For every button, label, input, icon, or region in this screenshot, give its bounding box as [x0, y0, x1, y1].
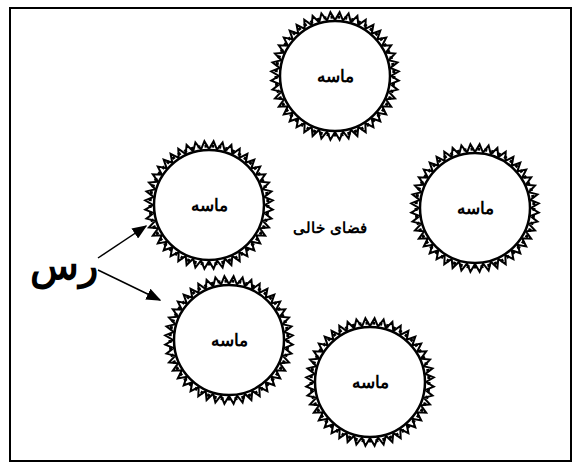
sand-grain: ماسه — [409, 142, 541, 274]
void-label: فضای خالی — [293, 219, 367, 237]
grain-label: ماسه — [211, 330, 248, 350]
sand-grain: ماسه — [304, 316, 436, 448]
clay-label: رس — [30, 241, 98, 288]
sand-grain: ماسه — [269, 10, 401, 142]
leader-line — [98, 226, 146, 258]
leader-line — [98, 270, 160, 300]
grain-label: ماسه — [317, 66, 354, 86]
sand-grain: ماسه — [163, 274, 295, 406]
grain-label: ماسه — [457, 198, 494, 218]
grain-label: ماسه — [352, 372, 389, 392]
sand-grain: ماسه — [143, 139, 275, 271]
frame — [10, 8, 571, 461]
grain-label: ماسه — [191, 195, 228, 215]
